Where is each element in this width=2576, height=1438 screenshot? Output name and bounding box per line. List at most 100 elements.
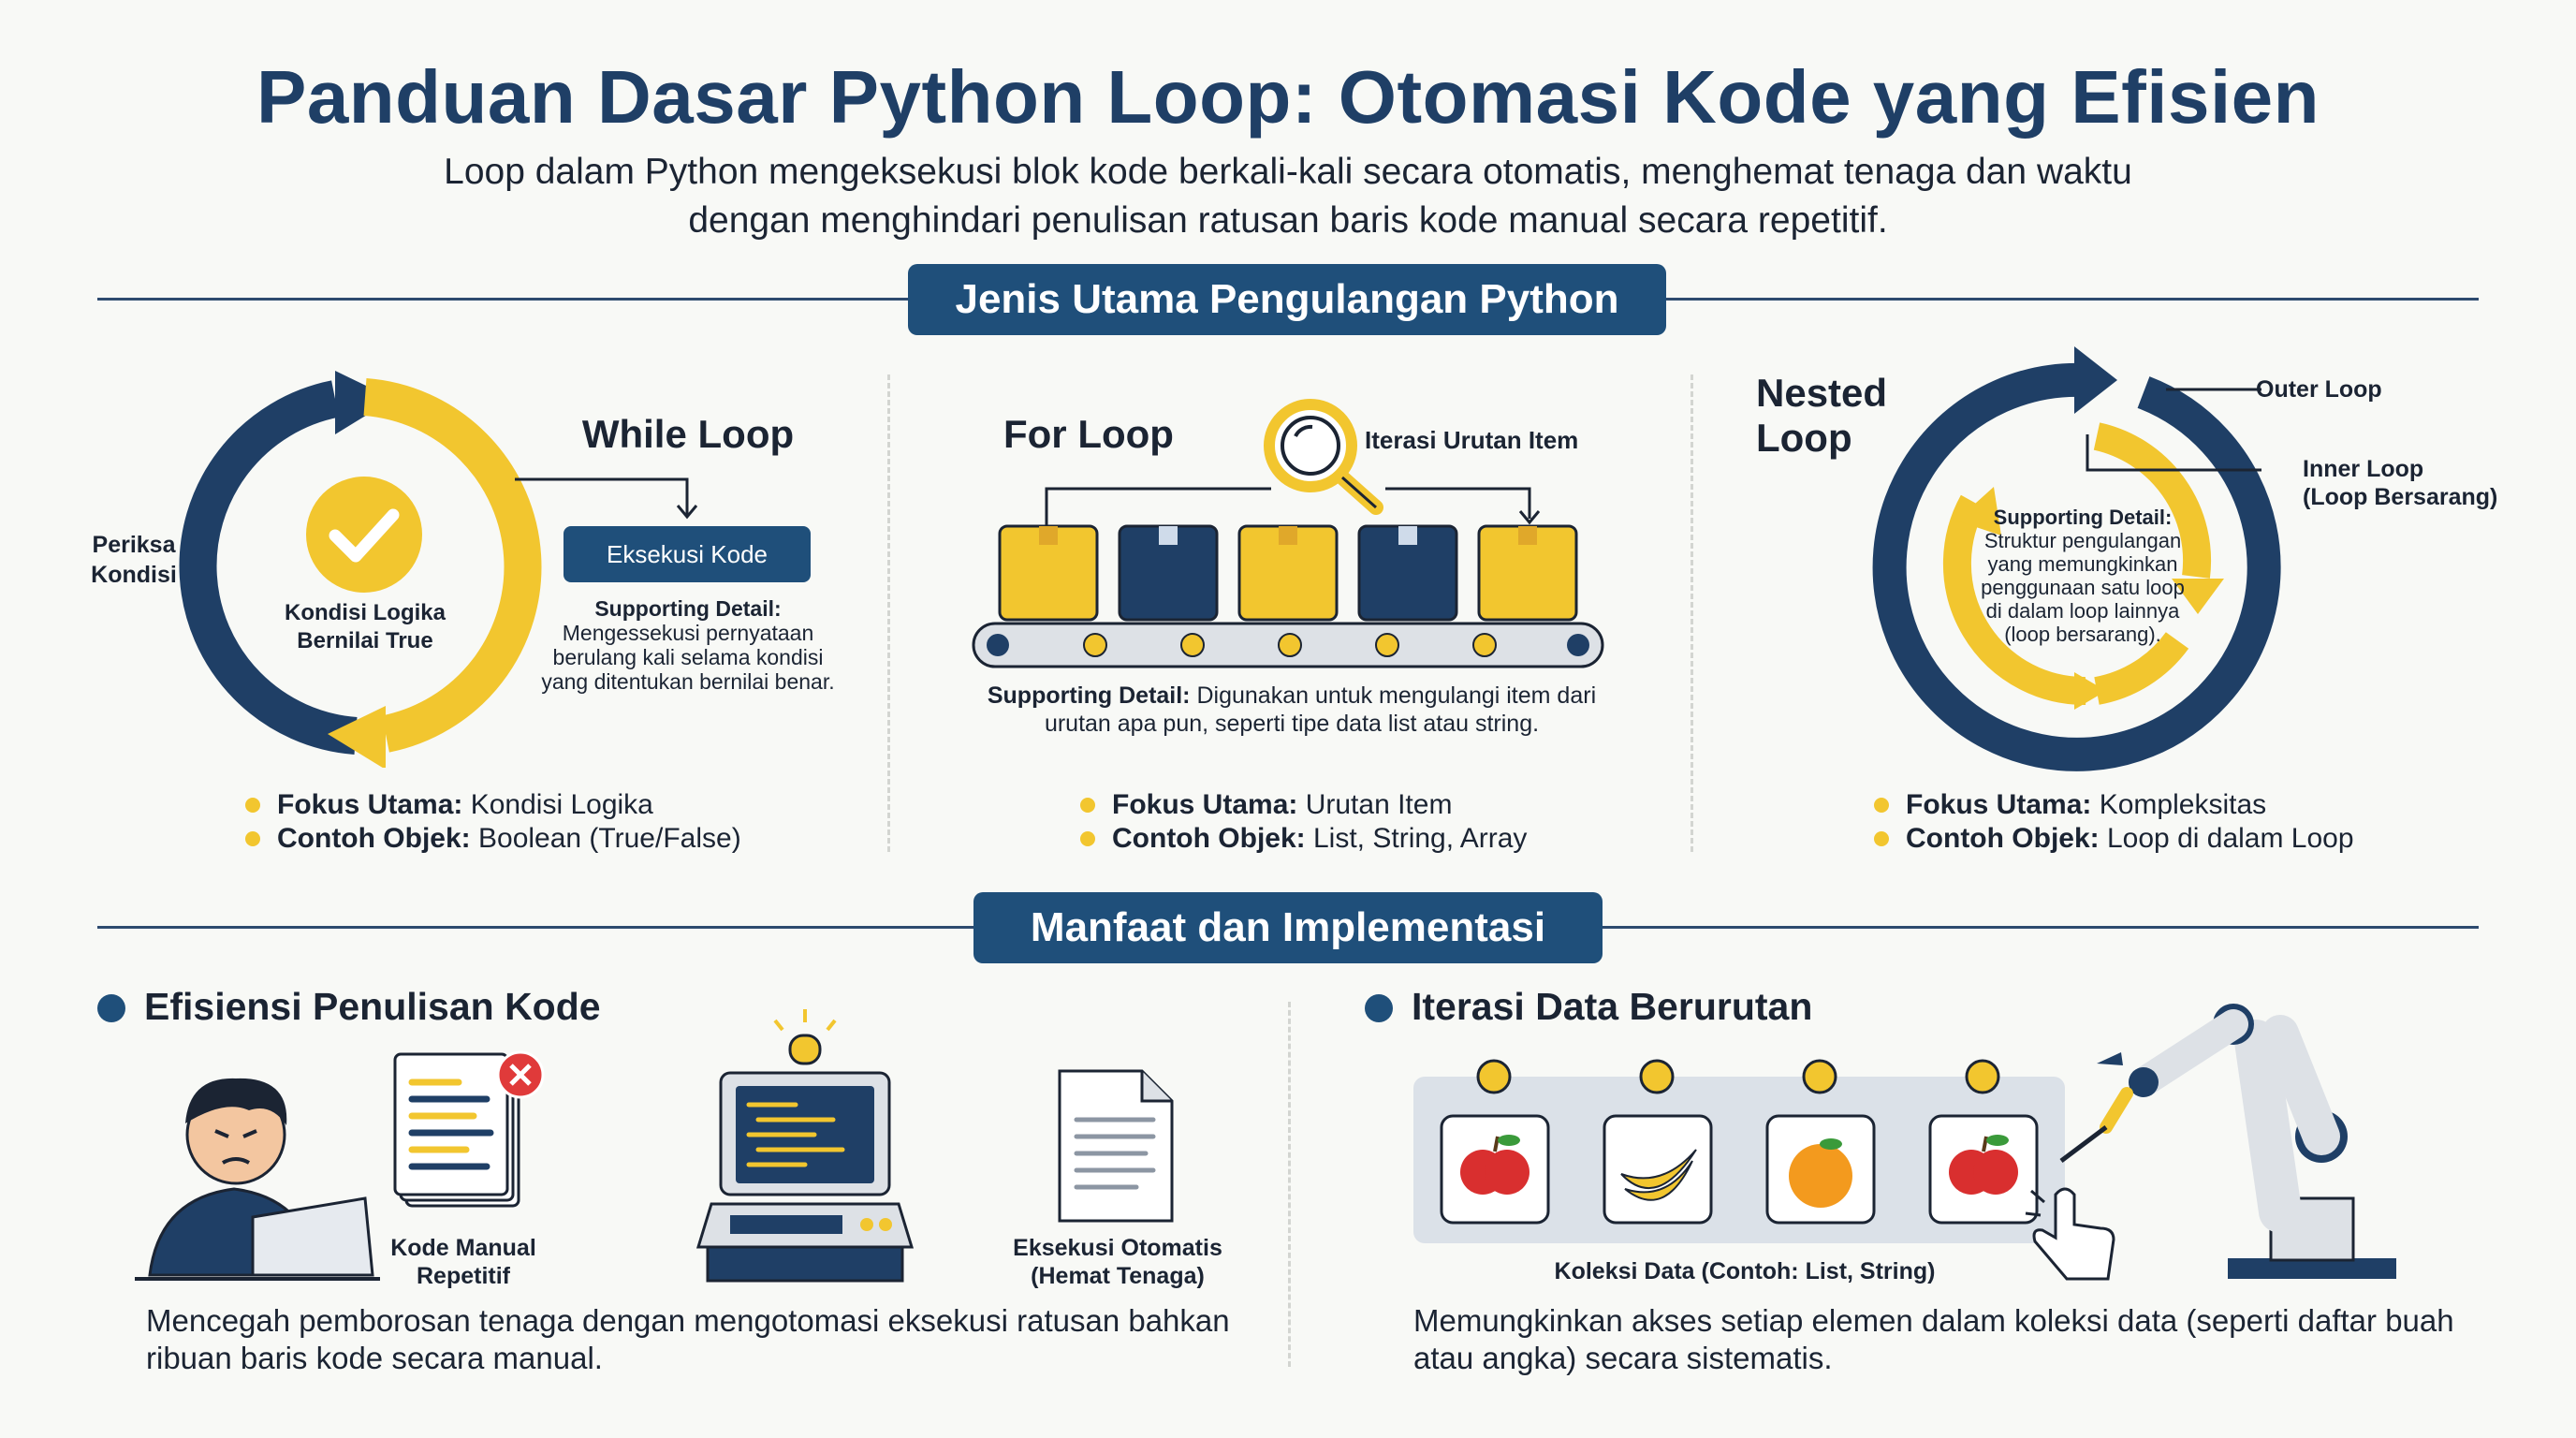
efficiency-heading: Efisiensi Penulisan Kode — [144, 985, 601, 1028]
outer-loop-label: Outer Loop — [2256, 376, 2382, 403]
frustrated-programmer-icon — [135, 1078, 380, 1281]
automated-computer-icon — [695, 1009, 915, 1283]
nested-title-line-1: Nested — [1756, 371, 1888, 415]
efficiency-line-1: Mencegah pemborosan tenaga dengan mengot… — [146, 1303, 1230, 1338]
efficiency-line-2: ribuan baris kode secara manual. — [146, 1341, 603, 1375]
nested-example-item: Contoh Objek: Loop di dalam Loop — [1874, 822, 2454, 856]
manual-code-label: Kode Manual Repetitif — [374, 1234, 552, 1290]
iteration-line-2: atau angka) secara sistematis. — [1413, 1341, 1833, 1375]
iteration-heading: Iterasi Data Berurutan — [1412, 985, 1813, 1028]
while-detail-title: Supporting Detail: — [594, 596, 782, 621]
for-example-item: Contoh Objek: List, String, Array — [1080, 822, 1604, 856]
subtitle-line-1: Loop dalam Python mengeksekusi blok kode… — [444, 152, 2132, 192]
collection-label: Koleksi Data (Contoh: List, String) — [1554, 1258, 1936, 1284]
orange-icon — [1765, 1114, 1876, 1225]
apple-icon — [1440, 1114, 1550, 1225]
section-banner-types: Jenis Utama Pengulangan Python — [908, 264, 1666, 335]
nested-detail-line-4: di dalam loop lainnya — [1985, 599, 2180, 623]
for-detail-line-1: Supporting Detail: Digunakan untuk mengu… — [987, 682, 1597, 709]
section-bullet-dot — [97, 994, 125, 1022]
iteration-line-1: Memungkinkan akses setiap elemen dalam k… — [1413, 1303, 2454, 1338]
while-loop-cycle-graphic — [179, 371, 542, 768]
nested-detail-line-2: yang memungkinkan — [1987, 552, 2178, 576]
execute-code-button[interactable]: Eksekusi Kode — [564, 526, 811, 582]
column-divider — [1288, 1002, 1291, 1367]
yellow-arrow-head — [328, 706, 386, 768]
for-supporting-detail: Supporting Detail: Digunakan untuk mengu… — [964, 682, 1619, 738]
document-icon — [1058, 1069, 1174, 1223]
check-condition-label: Periksa Kondisi — [73, 530, 195, 590]
nested-leader-lines — [2086, 388, 2261, 472]
nested-title-line-2: Loop — [1756, 416, 1852, 460]
box-navy-2 — [1357, 524, 1458, 622]
subtitle-line-2: dengan menghindari penulisan ratusan bar… — [688, 200, 1888, 241]
robot-arm-icon — [2059, 1004, 2396, 1279]
true-condition-line-1: Kondisi Logika — [284, 600, 446, 625]
check-condition-line-2: Kondisi — [91, 562, 177, 588]
true-condition-line-2: Bernilai True — [297, 628, 433, 653]
inner-loop-arc-left — [1942, 494, 2086, 706]
alarm-light-icon — [788, 1034, 822, 1065]
navy-cycle-arc — [179, 380, 358, 755]
outer-loop-ring — [1872, 362, 2281, 771]
nested-detail-line-3: penggunaan satu loop — [1981, 576, 2185, 599]
iteration-description: Memungkinkan akses setiap elemen dalam k… — [1413, 1302, 2518, 1377]
auto-exec-line-1: Eksekusi Otomatis — [1013, 1235, 1222, 1261]
inner-loop-label: Inner Loop (Loop Bersarang) — [2303, 455, 2546, 511]
manual-code-line-1: Kode Manual — [390, 1235, 536, 1261]
yellow-cycle-arc — [363, 378, 542, 753]
manual-code-document-icon — [393, 1050, 545, 1208]
for-bullet-list: Fokus Utama: Urutan Item Contoh Objek: L… — [1080, 788, 1604, 856]
column-divider — [887, 374, 890, 852]
while-detail-line-3: yang ditentukan bernilai benar. — [541, 669, 835, 694]
inner-loop-line-2: (Loop Bersarang) — [2303, 484, 2498, 510]
box-yellow-1 — [998, 524, 1099, 622]
nested-detail-line-5: (loop bersarang). — [2004, 623, 2161, 646]
conveyor-belt-graphic — [972, 524, 1604, 668]
nested-loop-cycle-graphic — [1872, 346, 2281, 771]
nested-loop-title: Nested Loop — [1756, 371, 1934, 461]
for-focus-item: Fokus Utama: Urutan Item — [1080, 788, 1604, 822]
iteration-connector — [1045, 487, 1541, 528]
auto-exec-label: Eksekusi Otomatis (Hemat Tenaga) — [996, 1234, 1239, 1290]
while-bullet-list: Fokus Utama: Kondisi Logika Contoh Objek… — [245, 788, 826, 856]
while-detail-line-1: Mengessekusi pernyataan — [562, 621, 814, 645]
banana-icon — [1603, 1114, 1713, 1225]
nested-supporting-detail: Supporting Detail: Struktur pengulangan … — [1956, 506, 2209, 646]
nested-focus-item: Fokus Utama: Kompleksitas — [1874, 788, 2454, 822]
true-condition-label: Kondisi Logika Bernilai True — [271, 599, 459, 655]
nested-detail-line-1: Struktur pengulangan — [1983, 529, 2182, 552]
box-yellow-3 — [1477, 524, 1578, 622]
inner-loop-line-1: Inner Loop — [2303, 456, 2424, 482]
magnifier-icon — [1264, 399, 1383, 515]
while-supporting-detail: Supporting Detail: Mengessekusi pernyata… — [524, 596, 852, 694]
while-example-item: Contoh Objek: Boolean (True/False) — [245, 822, 826, 856]
iterate-items-label: Iterasi Urutan Item — [1365, 426, 1579, 454]
section-bullet-dot — [1365, 994, 1393, 1022]
box-yellow-2 — [1237, 524, 1339, 622]
nested-detail-title: Supporting Detail: — [1993, 506, 2173, 529]
navy-arrow-head — [335, 371, 393, 434]
fruit-collection-graphic — [1413, 1059, 2065, 1243]
nested-bullet-list: Fokus Utama: Kompleksitas Contoh Objek: … — [1874, 788, 2454, 856]
section-banner-benefits: Manfaat dan Implementasi — [973, 892, 1603, 963]
apple-icon — [1928, 1114, 2039, 1225]
for-loop-title: For Loop — [1003, 412, 1174, 456]
inner-loop-arc-right — [2093, 422, 2212, 579]
while-loop-title: While Loop — [581, 412, 795, 456]
while-focus-item: Fokus Utama: Kondisi Logika — [245, 788, 826, 822]
collection-panel — [1413, 1077, 2065, 1243]
check-condition-line-1: Periksa — [92, 532, 176, 558]
column-divider — [1690, 374, 1693, 852]
page-title: Panduan Dasar Python Loop: Otomasi Kode … — [256, 55, 2320, 139]
outer-arrow-head — [2074, 346, 2117, 414]
pointer-hand-icon — [2025, 1187, 2115, 1281]
auto-exec-line-2: (Hemat Tenaga) — [1031, 1263, 1205, 1289]
efficiency-description: Mencegah pemborosan tenaga dengan mengot… — [146, 1302, 1251, 1377]
page-subtitle: Loop dalam Python mengeksekusi blok kode… — [352, 148, 2224, 245]
check-circle-icon — [306, 477, 422, 593]
for-detail-line-2: urutan apa pun, seperti tipe data list a… — [1044, 711, 1540, 737]
box-navy-1 — [1118, 524, 1219, 622]
manual-code-line-2: Repetitif — [417, 1263, 510, 1289]
flow-arrow-icon — [515, 477, 698, 520]
